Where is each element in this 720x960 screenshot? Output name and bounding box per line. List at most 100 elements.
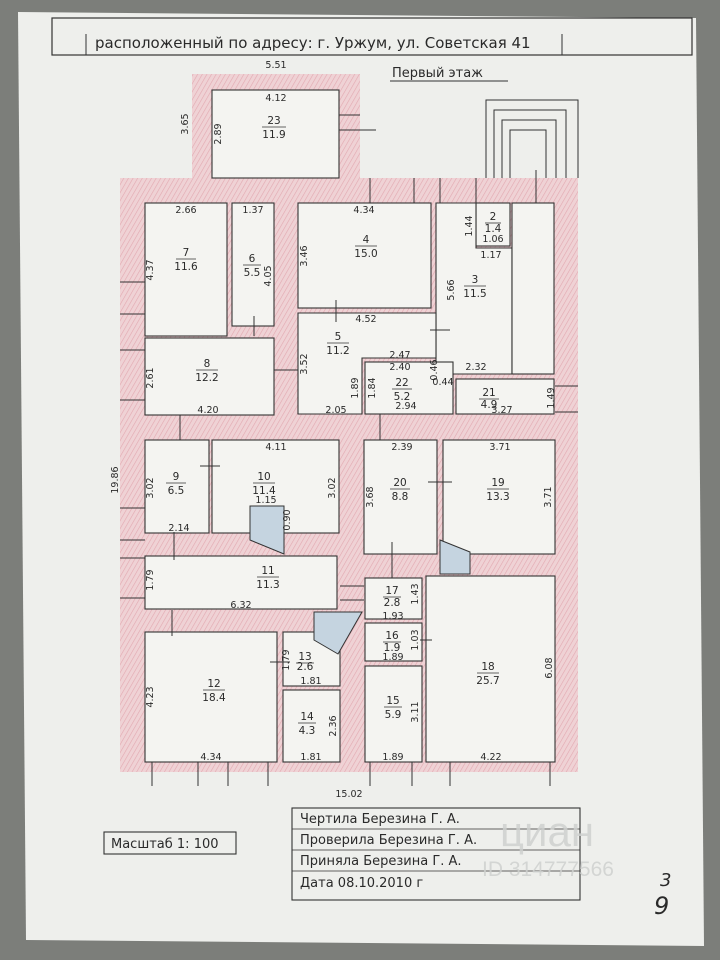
room-21 (455, 378, 555, 415)
room-11-number: 11 (261, 565, 274, 577)
title-block-drafter: Чертила Березина Г. А. (300, 812, 460, 827)
room-6-number: 6 (249, 253, 256, 265)
dim-label: 19.86 (110, 466, 121, 493)
room-20-area: 8.8 (392, 491, 409, 503)
dim-label: 3.27 (491, 405, 512, 416)
dim-label: 1.89 (382, 652, 403, 663)
dim-label: 1.89 (350, 377, 361, 398)
room-2-area: 1.4 (485, 223, 502, 235)
room-8 (144, 337, 275, 416)
scale-label: Масштаб 1: 100 (111, 837, 219, 852)
room-7 (144, 202, 228, 337)
dim-label: 3.46 (299, 245, 310, 266)
room-20-number: 20 (393, 477, 406, 489)
dim-label: 1.79 (145, 569, 156, 590)
room-15-area: 5.9 (385, 709, 402, 721)
room-14-number: 14 (300, 711, 314, 723)
title-block-approver: Приняла Березина Г. А. (300, 854, 462, 869)
page-note-bottom: 9 (654, 892, 669, 920)
dim-label: 4.11 (265, 442, 286, 453)
dim-label: 4.12 (265, 93, 286, 104)
dim-label: 6.32 (230, 600, 251, 611)
room-23-area: 11.9 (262, 129, 285, 141)
room-8-number: 8 (204, 358, 211, 370)
room-12-area: 18.4 (202, 692, 226, 704)
dim-label: 1.03 (410, 629, 421, 650)
room-17-number: 17 (385, 585, 398, 597)
dim-label: 3.68 (365, 486, 376, 507)
room-23 (211, 89, 340, 179)
dim-label: 4.34 (200, 752, 221, 763)
dim-label: 4.22 (480, 752, 501, 763)
room-14-area: 4.3 (299, 725, 316, 737)
room-20 (363, 439, 438, 555)
room-19-area: 13.3 (486, 491, 509, 503)
dim-label: 1.44 (464, 215, 475, 236)
room-19-number: 19 (491, 477, 504, 489)
room-7-area: 11.6 (174, 261, 198, 273)
room-9 (144, 439, 210, 534)
room-10-number: 10 (257, 471, 270, 483)
porch-steps (485, 99, 579, 178)
dim-label: 0.46 (429, 359, 440, 380)
dim-label: 1.43 (410, 583, 421, 604)
room-5-area: 11.2 (326, 345, 349, 357)
dim-label: 4.20 (197, 405, 218, 416)
watermark-brand: циан (500, 808, 594, 855)
dim-label: 1.79 (281, 649, 292, 670)
dim-label: 5.51 (265, 60, 286, 71)
dim-label: 1.49 (546, 387, 557, 408)
room-5-number: 5 (335, 331, 342, 343)
room-7-number: 7 (183, 247, 190, 259)
room-16-area: 1.9 (384, 642, 401, 654)
dim-label: 3.65 (180, 113, 191, 134)
room-22-number: 22 (395, 377, 408, 389)
room-11 (144, 555, 338, 610)
dim-label: 2.66 (175, 205, 196, 216)
dim-label: 4.52 (355, 314, 376, 325)
dim-label: 2.05 (325, 405, 346, 416)
room-labels: 23 11.9 7 11.6 6 5.5 4 15.0 2 1.4 3 11.5… (166, 115, 510, 737)
room-12 (144, 631, 278, 763)
dim-label: 15.02 (335, 789, 362, 800)
room-3-area: 11.5 (463, 288, 486, 300)
dim-label: 2.32 (465, 362, 486, 373)
dim-label: 2.39 (391, 442, 412, 453)
dim-label: 1.81 (300, 752, 321, 763)
room-15 (364, 665, 423, 763)
room-8-area: 12.2 (195, 372, 218, 384)
room-4-area: 15.0 (354, 248, 377, 260)
floor-title: Первый этаж (392, 66, 483, 81)
room-13-area: 2.6 (297, 661, 314, 673)
dimension-labels: 5.51 3.65 4.12 2.89 2.66 1.37 4.37 4.05 … (110, 60, 557, 800)
room-6-area: 5.5 (244, 267, 261, 279)
room-3-number: 3 (472, 274, 479, 286)
dim-label: 2.61 (145, 367, 156, 388)
room-4-number: 4 (363, 234, 370, 246)
watermark-code: ID 314777566 (482, 858, 614, 881)
dim-label: 3.11 (410, 701, 421, 722)
room-18-area: 25.7 (476, 675, 499, 687)
room-11-area: 11.3 (256, 579, 279, 591)
dim-label: 0.44 (432, 377, 453, 388)
room-14 (282, 689, 341, 763)
dim-label: 4.23 (145, 686, 156, 707)
dim-label: 1.17 (480, 250, 501, 261)
room-12-number: 12 (207, 678, 220, 690)
room-corridor-right (511, 202, 555, 375)
room-5 (297, 312, 437, 415)
room-17-area: 2.8 (384, 597, 401, 609)
dim-label: 4.05 (263, 265, 274, 286)
dim-label: 6.08 (544, 657, 555, 678)
room-23-number: 23 (267, 115, 280, 127)
dim-label: 2.40 (389, 362, 410, 373)
page-note-top: 3 (660, 870, 671, 891)
dim-label: 2.94 (395, 401, 416, 412)
dim-label: 2.36 (328, 715, 339, 736)
room-4 (297, 202, 432, 309)
dim-label: 2.89 (213, 123, 224, 144)
stairs (249, 505, 471, 655)
dim-label: 3.71 (489, 442, 510, 453)
cian-watermark: циан ID 314777566 (482, 808, 614, 881)
